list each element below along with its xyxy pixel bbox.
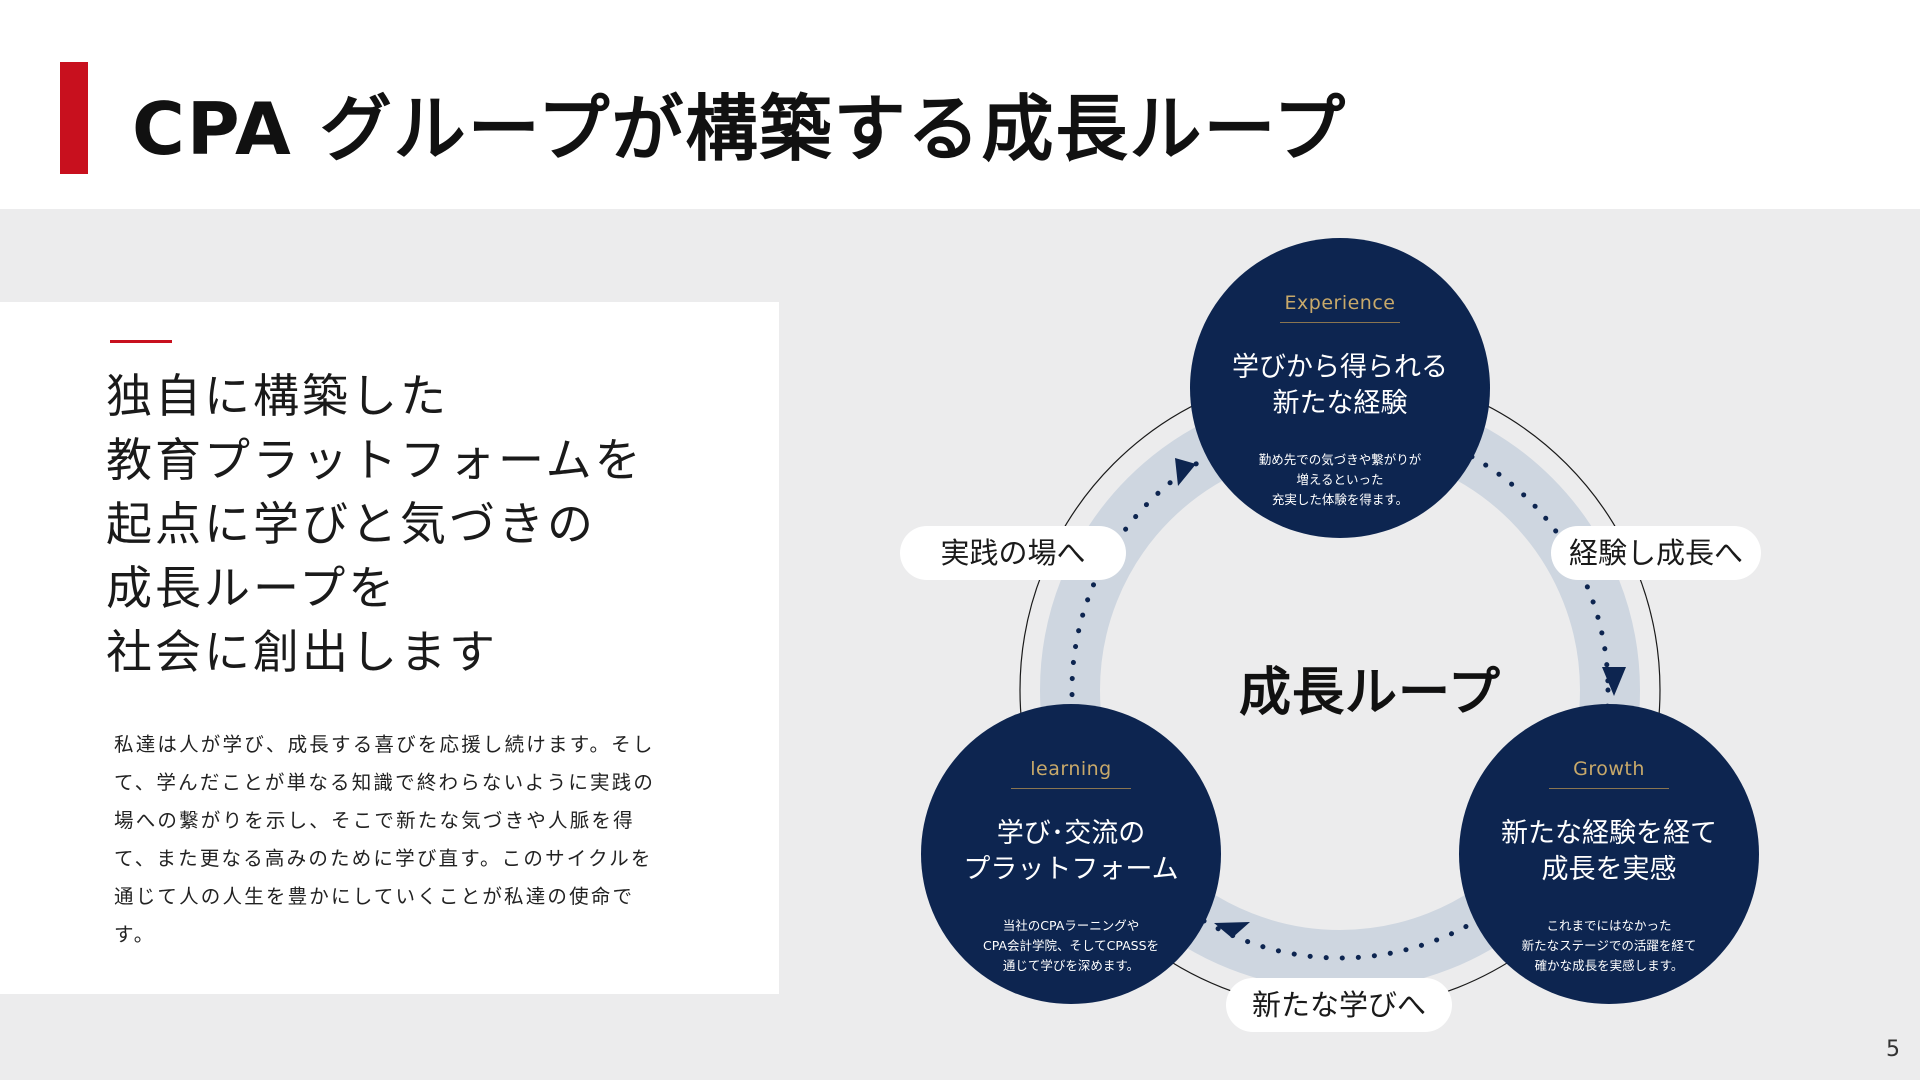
learning-desc-line: 当社のCPAラーニングや <box>1002 918 1140 933</box>
experience-desc-line: 勤め先での気づきや繋がりが <box>1258 452 1422 467</box>
transition-label-to-growth: 経験し成長へ <box>1551 526 1761 580</box>
experience-label-underline <box>1280 322 1400 323</box>
learning-circle: learning 学び･交流の プラットフォーム 当社のCPAラーニングや CP… <box>921 704 1221 1004</box>
growth-label-underline <box>1549 788 1669 789</box>
growth-title-line: 成長を実感 <box>1541 854 1677 885</box>
learning-title: 学び･交流の プラットフォーム <box>931 816 1211 888</box>
experience-title-line: 学びから得られる <box>1232 352 1448 383</box>
experience-title: 学びから得られる 新たな経験 <box>1200 350 1480 422</box>
growth-title: 新たな経験を経て 成長を実感 <box>1469 816 1749 888</box>
page-number: 5 <box>1886 1037 1900 1062</box>
experience-desc-line: 増えるといった <box>1296 472 1384 487</box>
lead-line: 独自に構築した <box>106 369 449 423</box>
growth-description: これまでにはなかった 新たなステージでの活躍を経て 確かな成長を実感します。 <box>1479 916 1739 976</box>
experience-circle: Experience 学びから得られる 新たな経験 勤め先での気づきや繋がりが … <box>1190 238 1490 538</box>
loop-dots <box>1069 419 1611 961</box>
lead-line: 成長ループを <box>106 561 398 615</box>
intro-accent-line <box>110 340 172 343</box>
transition-label-to-learning: 新たな学びへ <box>1226 978 1452 1032</box>
experience-eng-label: Experience <box>1284 292 1396 314</box>
experience-desc-line: 充実した体験を得ます。 <box>1271 492 1409 507</box>
growth-eng-label: Growth <box>1573 758 1645 780</box>
intro-lead: 独自に構築した 教育プラットフォームを 起点に学びと気づきの 成長ループを 社会… <box>106 364 644 684</box>
growth-desc-line: 確かな成長を実感します。 <box>1534 958 1684 973</box>
page-title: CPA グループが構築する成長ループ <box>132 87 1348 171</box>
learning-description: 当社のCPAラーニングや CPA会計学院、そしてCPASSを 通じて学びを深めま… <box>941 916 1201 976</box>
arrow-to-experience-icon <box>1175 458 1196 486</box>
arrow-to-learning-icon <box>1214 922 1250 938</box>
growth-circle: Growth 新たな経験を経て 成長を実感 これまでにはなかった 新たなステージ… <box>1459 704 1759 1004</box>
experience-title-line: 新たな経験 <box>1272 388 1408 419</box>
growth-title-line: 新たな経験を経て <box>1501 818 1717 849</box>
learning-desc-line: 通じて学びを深めます。 <box>1002 958 1140 973</box>
intro-body: 私達は人が学び、成長する喜びを応援し続けます。そして、学んだことが単なる知識で終… <box>114 733 656 946</box>
arrow-to-growth-icon <box>1602 667 1626 696</box>
growth-loop-diagram: 成長ループ Experience 学びから得られる 新たな経験 勤め先での気づき… <box>900 220 1880 1050</box>
lead-line: 教育プラットフォームを <box>106 433 644 487</box>
title-accent-bar <box>60 62 88 174</box>
learning-title-line: 学び･交流の <box>996 818 1146 849</box>
lead-line: 社会に創出します <box>106 625 498 679</box>
learning-title-line: プラットフォーム <box>963 854 1179 885</box>
growth-desc-line: これまでにはなかった <box>1546 918 1672 933</box>
learning-label-underline <box>1011 788 1131 789</box>
learning-desc-line: CPA会計学院、そしてCPASSを <box>982 938 1160 953</box>
transition-label-to-practice: 実践の場へ <box>900 526 1126 580</box>
loop-center-label: 成長ループ <box>1239 663 1501 723</box>
intro-card <box>0 302 779 994</box>
experience-description: 勤め先での気づきや繋がりが 増えるといった 充実した体験を得ます。 <box>1210 450 1470 510</box>
learning-eng-label: learning <box>1030 758 1112 780</box>
lead-line: 起点に学びと気づきの <box>106 497 596 551</box>
growth-desc-line: 新たなステージでの活躍を経て <box>1521 938 1697 953</box>
